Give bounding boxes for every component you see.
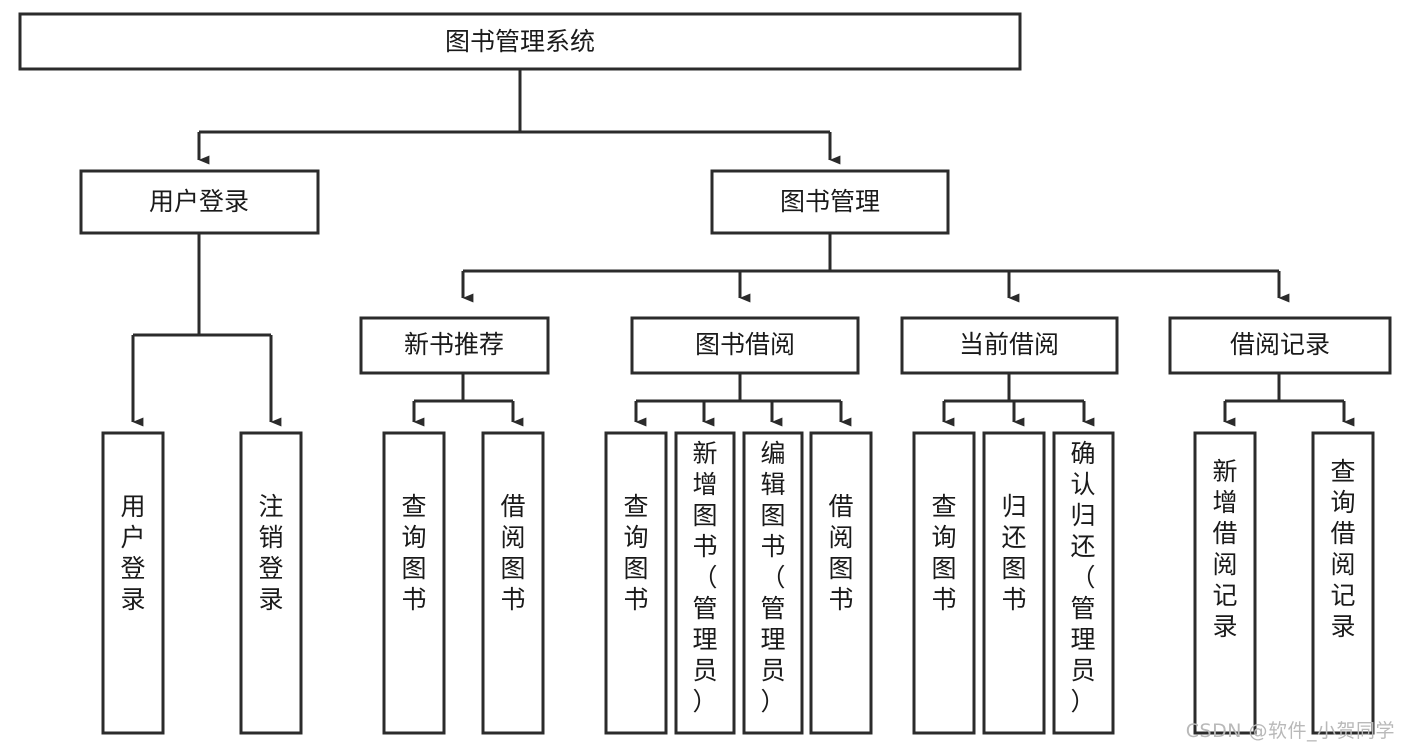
node-new-book-rec-label: 新书推荐 (404, 330, 504, 359)
leaf-user-login-label: 用户登录 (120, 492, 145, 614)
leaf-add-record-label: 新增借阅记录 (1212, 457, 1237, 641)
leaf-return-book-label: 归还图书 (1001, 492, 1026, 614)
leaf-edit-book[interactable]: 编辑图书（管理员） (742, 431, 804, 735)
connectors-bookmanage-to-level3 (461, 233, 1290, 303)
leaf-borrow-book-1-label: 借阅图书 (500, 492, 525, 614)
connectors-root-to-level2 (197, 69, 841, 165)
connectors-userlogin-to-leaves (131, 233, 282, 427)
node-root[interactable]: 图书管理系统 (18, 12, 1022, 71)
leaf-confirm-return[interactable]: 确认归还（管理员） (1052, 431, 1115, 735)
connectors-bookborrow-to-leaves (634, 373, 852, 427)
leaf-edit-book-label: 编辑图书（管理员） (760, 439, 785, 716)
leaf-confirm-return-label: 确认归还（管理员） (1070, 439, 1095, 716)
node-borrow-record-label: 借阅记录 (1230, 330, 1330, 359)
csdn-watermark: CSDN @软件_小贺同学 (1185, 720, 1395, 742)
node-current-borrow-label: 当前借阅 (959, 330, 1059, 359)
connectors-borrowrecord-to-leaves (1223, 373, 1355, 427)
node-root-label: 图书管理系统 (445, 27, 595, 56)
leaf-query-book-1[interactable]: 查询图书 (382, 431, 446, 735)
leaf-logout-label: 注销登录 (258, 492, 283, 614)
node-new-book-rec[interactable]: 新书推荐 (359, 316, 550, 375)
node-current-borrow[interactable]: 当前借阅 (900, 316, 1119, 375)
connectors-newbook-to-leaves (412, 373, 524, 427)
node-book-manage[interactable]: 图书管理 (710, 169, 950, 235)
leaf-add-book-label: 新增图书（管理员） (692, 439, 717, 716)
leaf-borrow-book-2[interactable]: 借阅图书 (809, 431, 873, 735)
leaf-borrow-book-1[interactable]: 借阅图书 (481, 431, 545, 735)
node-book-borrow-label: 图书借阅 (695, 330, 795, 359)
leaf-query-book-3-label: 查询图书 (931, 492, 956, 614)
leaf-query-book-3[interactable]: 查询图书 (912, 431, 976, 735)
node-book-manage-label: 图书管理 (780, 187, 880, 216)
leaf-logout[interactable]: 注销登录 (239, 431, 303, 735)
node-user-login-label: 用户登录 (149, 187, 249, 216)
leaf-user-login[interactable]: 用户登录 (101, 431, 165, 735)
leaf-add-record[interactable]: 新增借阅记录 (1193, 431, 1257, 735)
leaf-query-book-2[interactable]: 查询图书 (604, 431, 668, 735)
node-borrow-record[interactable]: 借阅记录 (1168, 316, 1392, 375)
node-book-borrow[interactable]: 图书借阅 (630, 316, 860, 375)
leaf-query-book-2-label: 查询图书 (623, 492, 648, 614)
node-user-login[interactable]: 用户登录 (79, 169, 320, 235)
leaf-return-book[interactable]: 归还图书 (982, 431, 1046, 735)
leaf-query-record-label: 查询借阅记录 (1330, 457, 1355, 641)
leaf-add-book[interactable]: 新增图书（管理员） (674, 431, 736, 735)
leaf-borrow-book-2-label: 借阅图书 (828, 492, 853, 614)
leaf-query-book-1-label: 查询图书 (401, 492, 426, 614)
leaf-query-record[interactable]: 查询借阅记录 (1311, 431, 1375, 735)
connectors-currentborrow-to-leaves (942, 373, 1095, 427)
